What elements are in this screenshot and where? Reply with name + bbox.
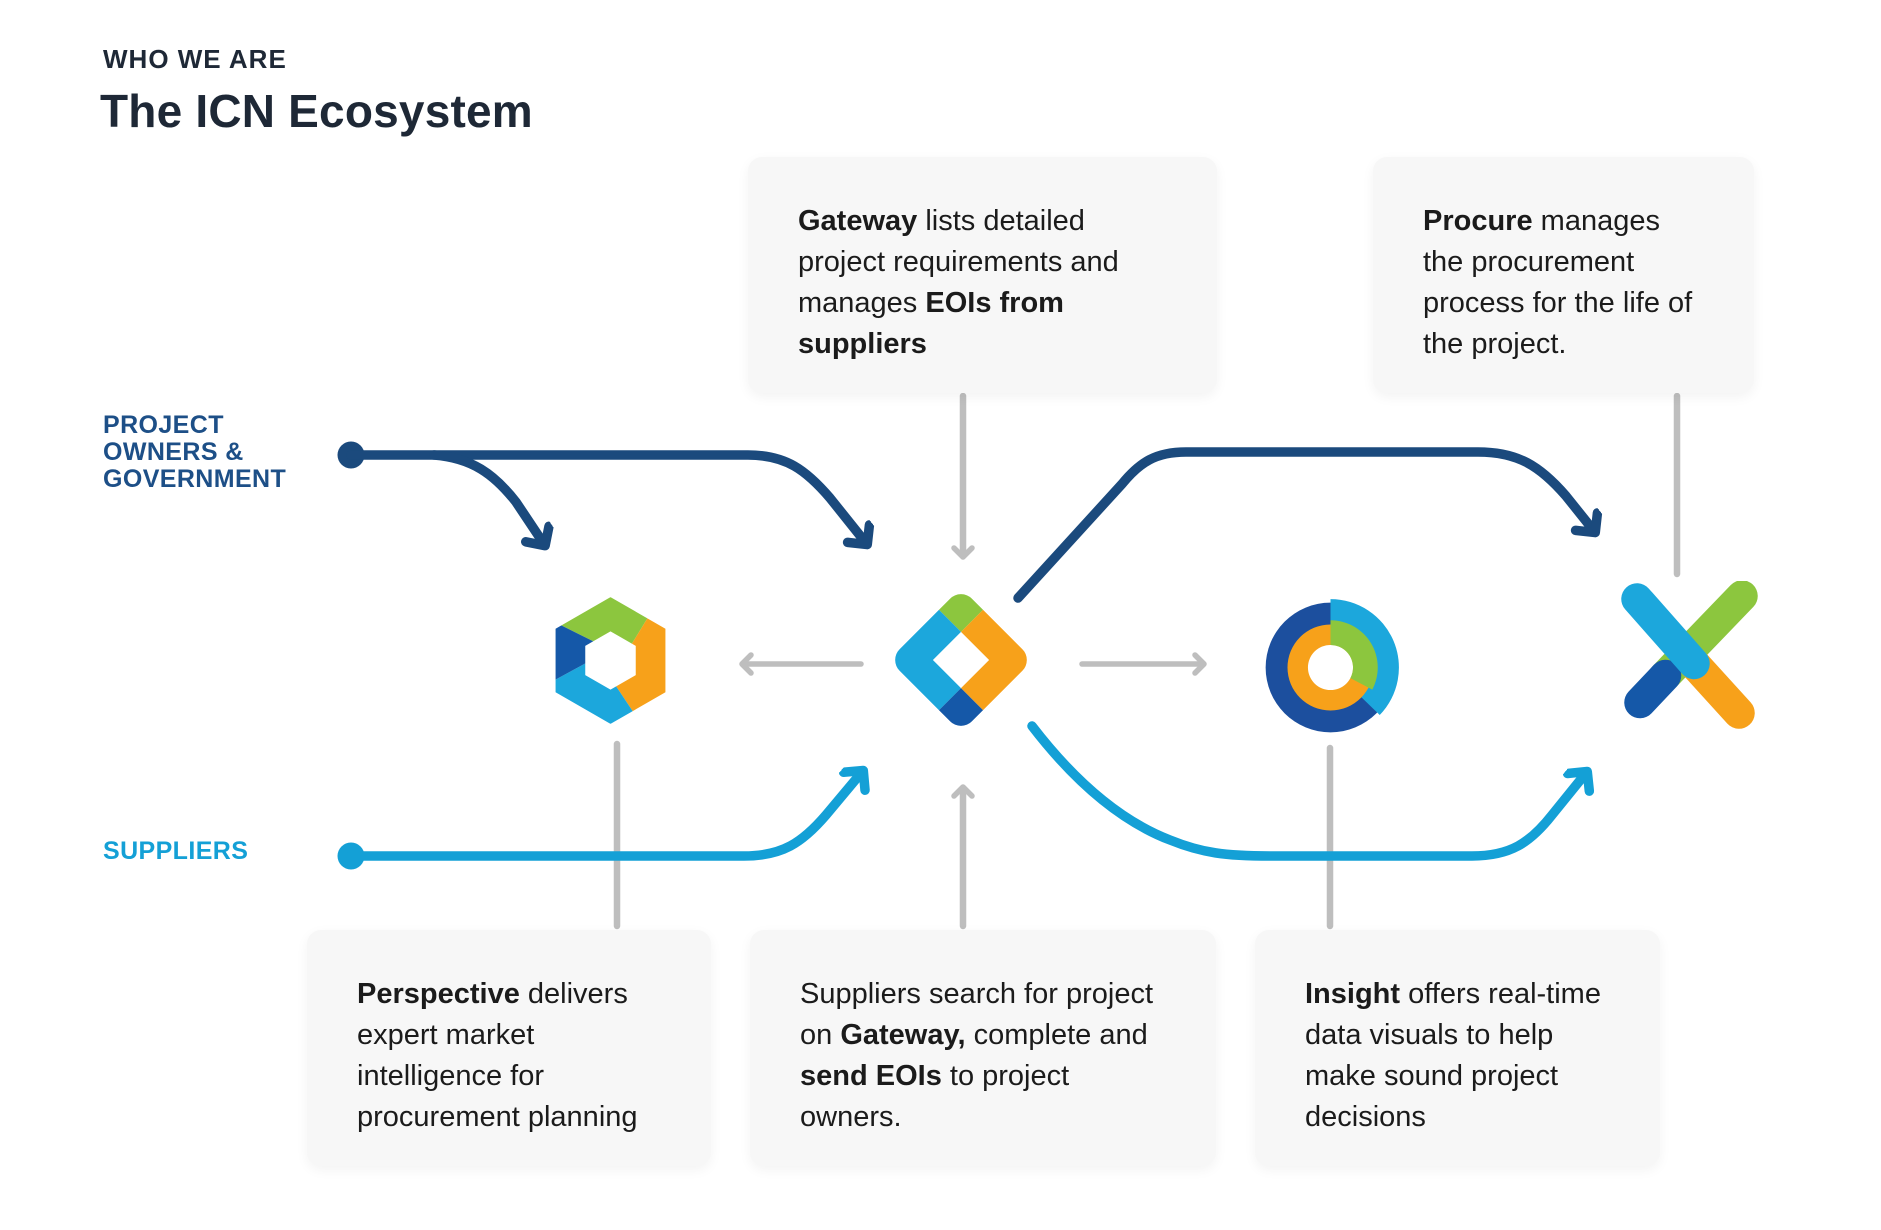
suppliers-flow-arrows [337, 721, 1587, 870]
owners-to-gateway-arrow [346, 450, 866, 543]
info-card-insight: Insight offers real-time data visuals to… [1255, 930, 1660, 1166]
lane-owners-line: GOVERNMENT [103, 465, 287, 493]
lane-label-suppliers: SUPPLIERS [103, 837, 249, 865]
procure-logo-icon [1621, 581, 1758, 729]
gateway-to-procure-suppliers-arrow [1027, 721, 1586, 861]
lane-owners-line: PROJECT [103, 411, 224, 439]
insight-logo-icon [1265, 599, 1399, 733]
info-card-gateway: Gateway lists detailed project requireme… [748, 157, 1217, 393]
suppliers-to-gateway-arrow [346, 772, 862, 861]
owners-to-perspective-arrow [429, 450, 544, 544]
connector-lines [613, 392, 1681, 930]
info-card-procure: Procure manages the procurement process … [1373, 157, 1754, 393]
suppliers-flow-origin-dot [337, 842, 365, 870]
lane-label-project-owners: PROJECT OWNERS & GOVERNMENT [103, 412, 286, 493]
gateway-to-procure-arrow [1013, 447, 1594, 603]
page-title: The ICN Ecosystem [100, 85, 533, 137]
info-card-suppliers-search: Suppliers search for project on Gateway,… [750, 930, 1216, 1166]
header-eyebrow: WHO WE ARE [103, 44, 287, 74]
perspective-logo-icon [555, 597, 666, 724]
gateway-logo-icon [890, 589, 1032, 731]
info-card-perspective: Perspective delivers expert market intel… [307, 930, 711, 1166]
lane-owners-line: OWNERS & [103, 438, 244, 466]
owners-flow-origin-dot [337, 441, 365, 469]
owners-flow-arrows [337, 441, 1595, 603]
